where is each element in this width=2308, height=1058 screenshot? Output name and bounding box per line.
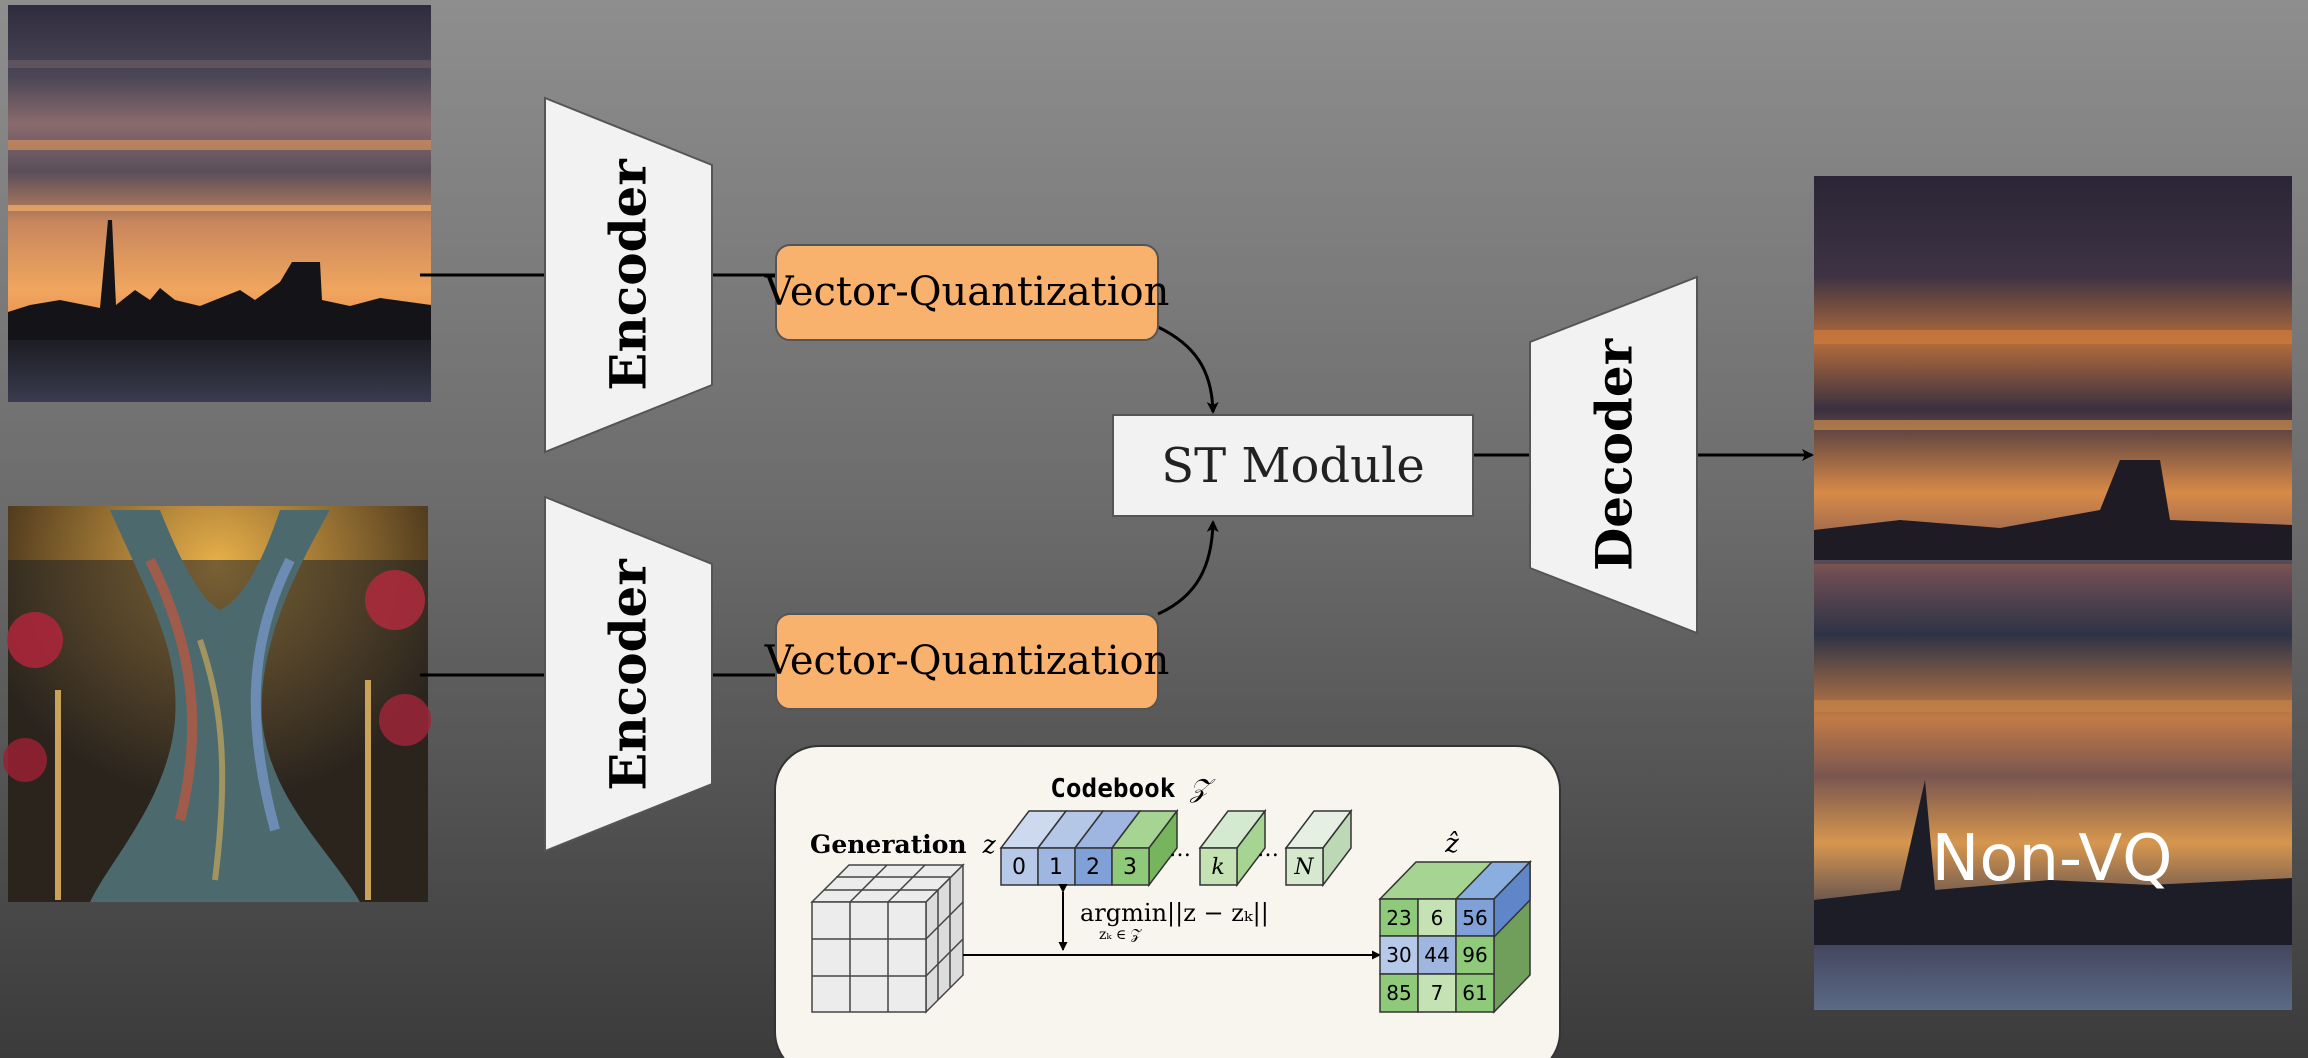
input-image-sunset <box>8 5 431 402</box>
codebook-row <box>999 808 1353 888</box>
zhat-value-1: 6 <box>1431 906 1444 930</box>
generation-title: Generation z <box>810 830 997 859</box>
connector-vq-top-st <box>1157 325 1219 414</box>
codebook-cell-label-0: 0 <box>1012 855 1026 880</box>
encoder-bottom-label: Encoder <box>599 559 658 791</box>
zhat-value-4: 44 <box>1424 943 1449 967</box>
zhat-cell-0 <box>1379 898 1419 937</box>
argmin-subscript: zₖ ∈ 𝒵 <box>1099 927 1143 943</box>
encoder-top: Encoder <box>544 96 713 454</box>
codebook-ellipsis-1: … <box>1169 837 1191 862</box>
codebook-ellipsis-2: … <box>1257 837 1279 862</box>
codebook-cell-labels: 0 1 2 3 k N … … <box>1012 837 1314 880</box>
encoder-top-label: Encoder <box>599 159 658 391</box>
vq-bottom-label: Vector-Quantization <box>764 638 1170 684</box>
zhat-cell-2 <box>1455 898 1495 937</box>
codebook-cell-0 <box>1000 847 1039 886</box>
codebook-cell-label-N: N <box>1293 855 1314 880</box>
encoder-bottom: Encoder <box>544 495 713 853</box>
zhat-value-8: 61 <box>1462 981 1487 1005</box>
zhat-cell-1 <box>1417 898 1457 937</box>
zhat-value-5: 96 <box>1462 943 1487 967</box>
codebook-cell-N <box>1285 847 1324 886</box>
vq-top: Vector-Quantization <box>764 244 1170 341</box>
codebook-cell-k <box>1199 847 1238 886</box>
codebook-cell-3 <box>1111 847 1150 886</box>
codebook-cell-label-2: 2 <box>1086 855 1100 880</box>
codebook-cell-label-3: 3 <box>1123 855 1137 880</box>
codebook-title: Codebook 𝒵 <box>1050 774 1216 804</box>
codebook-cell-1 <box>1037 847 1076 886</box>
output-image: Non-VQ <box>1814 176 2292 1010</box>
connectors <box>420 273 1814 677</box>
zhat-value-6: 85 <box>1386 981 1411 1005</box>
zhat-cell-5 <box>1455 935 1495 975</box>
codebook-cell-label-1: 1 <box>1049 855 1063 880</box>
st-module-label: ST Module <box>1161 438 1425 494</box>
vq-top-label: Vector-Quantization <box>764 269 1170 315</box>
connector-vq-bottom-st <box>1157 520 1219 616</box>
argmin-text: argmin||z − zₖ|| <box>1080 899 1269 928</box>
decoder-label: Decoder <box>1585 338 1644 571</box>
zhat-cube <box>1378 860 1532 1014</box>
st-module: ST Module <box>1112 414 1474 517</box>
codebook-cell-label-k: k <box>1211 855 1224 880</box>
decoder: Decoder <box>1529 275 1698 635</box>
zhat-cell-8 <box>1455 973 1495 1013</box>
zhat-value-0: 23 <box>1386 906 1411 930</box>
generation-cube <box>810 863 965 1014</box>
zhat-value-3: 30 <box>1386 943 1411 967</box>
zhat-value-2: 56 <box>1462 906 1487 930</box>
zhat-value-7: 7 <box>1431 981 1444 1005</box>
vq-bottom: Vector-Quantization <box>764 613 1170 710</box>
zhat-values: 23 6 56 30 44 96 85 7 61 <box>1386 906 1487 1005</box>
zhat-title: ẑ <box>1444 829 1459 859</box>
input-image-tree <box>3 506 431 902</box>
codebook-inset: Codebook 𝒵 0 1 <box>774 745 1561 1058</box>
overlay-label: Non-VQ <box>1931 822 2172 896</box>
